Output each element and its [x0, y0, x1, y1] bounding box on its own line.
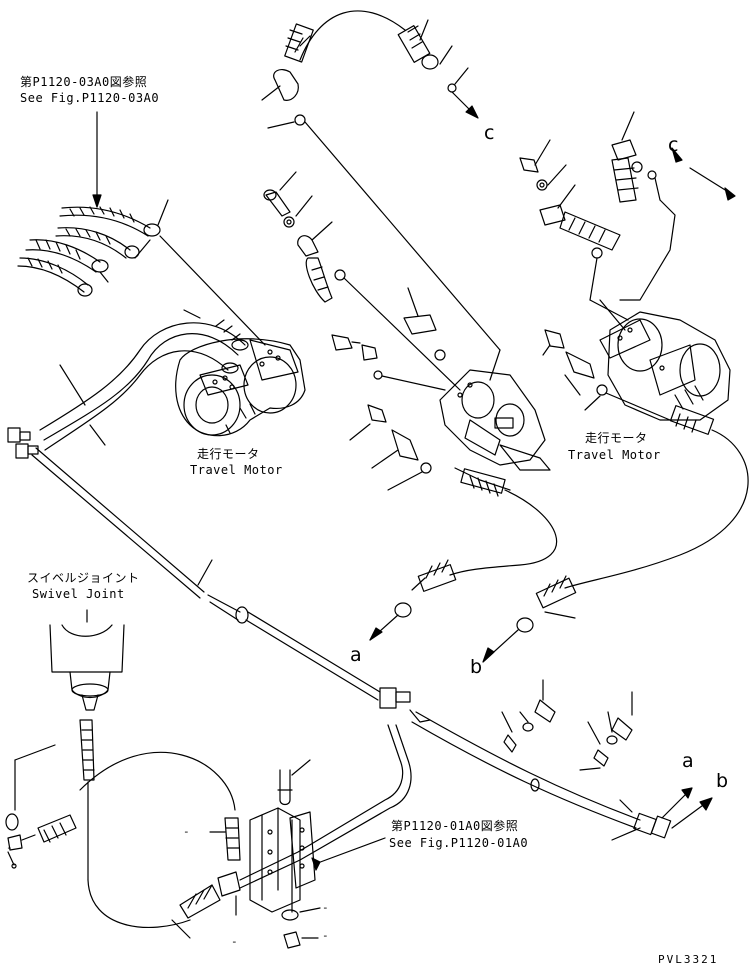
clamps-right-lower	[501, 679, 633, 771]
dash-mark: -	[231, 935, 238, 948]
travel-motor-right	[599, 299, 731, 421]
hoses-left-motor	[39, 309, 249, 451]
connection-b-mid: b	[470, 656, 483, 678]
hose-top-center	[284, 10, 479, 119]
travel-motor-left-jp: 走行モータ	[197, 447, 260, 461]
travel-motor-right-jp: 走行モータ	[585, 431, 648, 445]
clamp-parts-center	[263, 171, 461, 391]
dash-mark: -	[322, 901, 329, 914]
connection-b-right: b	[716, 770, 729, 792]
reference-lower-en: See Fig.P1120-01A0	[389, 836, 529, 850]
connection-a-mid: a	[350, 644, 362, 666]
connection-a-right: a	[682, 750, 694, 772]
connection-c-right: c	[668, 134, 679, 156]
elbow-fittings-left	[7, 427, 381, 701]
connection-c-top: c	[484, 122, 495, 144]
elbow-top-center	[261, 68, 501, 351]
dash-mark: -	[183, 825, 190, 838]
swivel-joint-en: Swivel Joint	[32, 587, 125, 601]
reference-upper-en: See Fig.P1120-03A0	[20, 91, 160, 105]
reference-lower-jp: 第P1120-01A0図参照	[391, 819, 519, 833]
hose-bundle-upper-left	[17, 199, 266, 346]
travel-motor-right-en: Travel Motor	[568, 448, 661, 462]
fittings-right	[542, 329, 671, 421]
pipe-right-lower	[379, 687, 713, 841]
travel-motor-left	[175, 338, 306, 437]
pipe-lower-left	[239, 724, 412, 889]
hose-right-to-b	[482, 405, 749, 663]
reference-arrow-upper	[92, 111, 102, 208]
dash-mark: -	[6, 841, 13, 854]
travel-motor-center	[439, 349, 551, 471]
swivel-joint	[49, 609, 125, 711]
travel-motor-left-en: Travel Motor	[190, 463, 283, 477]
drawing-id: PVL3321	[658, 953, 719, 966]
reference-upper-jp: 第P1120-03A0図参照	[20, 75, 148, 89]
dash-mark: -	[322, 929, 329, 942]
bracket-assembly	[171, 759, 321, 949]
swivel-joint-jp: スイベルジョイント	[27, 571, 140, 585]
right-upper-parts	[519, 111, 736, 321]
hose-center-to-a	[369, 467, 558, 641]
fittings-center	[331, 287, 446, 491]
